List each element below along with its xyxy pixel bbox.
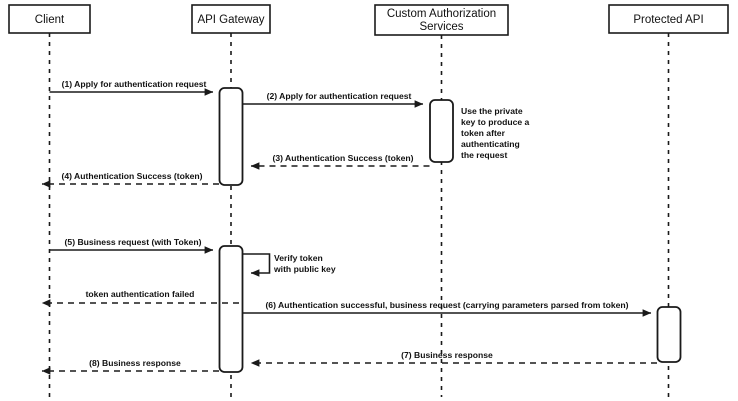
message-8-label: (8) Business response: [89, 358, 181, 368]
message-6-label: (6) Authentication successful, business …: [265, 300, 628, 310]
message-token-authentication-failed[interactable]: token authentication failed: [41, 289, 239, 307]
message-self-verify-token-label-line1: Verify token: [274, 253, 323, 263]
participant-header-custom-auth[interactable]: Custom Authorization Services: [374, 4, 509, 36]
activation-custom-auth: [429, 99, 454, 163]
message-self-verify-token-arrow: [242, 253, 271, 277]
message-self-verify-token[interactable]: Verify token with public key: [242, 253, 336, 277]
participant-label-custom-auth-line1: Custom Authorization: [387, 8, 496, 20]
note-private-key-line-5: the request: [461, 150, 507, 160]
note-private-key-line-3: token after: [461, 128, 506, 138]
message-1-label: (1) Apply for authentication request: [62, 79, 207, 89]
message-7[interactable]: (7) Business response: [250, 350, 657, 367]
participant-label-client: Client: [35, 14, 65, 26]
participant-label-protected-api: Protected API: [633, 14, 703, 26]
note-private-key-line-1: Use the private: [461, 106, 523, 116]
message-token-authentication-failed-label: token authentication failed: [86, 289, 195, 299]
participant-label-custom-auth-line2: Services: [419, 21, 463, 33]
participant-header-client[interactable]: Client: [8, 4, 91, 34]
activation-api-gateway-business: [218, 245, 244, 373]
participant-header-protected-api[interactable]: Protected API: [608, 4, 729, 34]
message-self-verify-token-label-line2: with public key: [273, 264, 336, 274]
message-5-label: (5) Business request (with Token): [65, 237, 202, 247]
note-private-key-line-2: key to produce a: [461, 117, 530, 127]
message-2[interactable]: (2) Apply for authentication request: [242, 91, 424, 108]
participant-label-api-gateway: API Gateway: [197, 14, 264, 26]
message-5[interactable]: (5) Business request (with Token): [49, 237, 214, 254]
message-3[interactable]: (3) Authentication Success (token): [250, 153, 430, 170]
message-4-label: (4) Authentication Success (token): [61, 171, 202, 181]
participant-header-api-gateway[interactable]: API Gateway: [191, 4, 271, 34]
activation-protected-api: [656, 306, 682, 363]
message-3-label: (3) Authentication Success (token): [272, 153, 413, 163]
activation-api-gateway-auth: [218, 87, 244, 186]
participant-box-protected-api: [608, 4, 729, 34]
message-1[interactable]: (1) Apply for authentication request: [49, 79, 214, 96]
note-private-key-line-4: authenticating: [461, 139, 520, 149]
message-7-label: (7) Business response: [401, 350, 493, 360]
message-8[interactable]: (8) Business response: [41, 358, 219, 375]
message-2-label: (2) Apply for authentication request: [267, 91, 412, 101]
note-private-key: Use the private key to produce a token a…: [461, 106, 530, 160]
message-4[interactable]: (4) Authentication Success (token): [41, 171, 219, 188]
message-6[interactable]: (6) Authentication successful, business …: [242, 300, 652, 317]
